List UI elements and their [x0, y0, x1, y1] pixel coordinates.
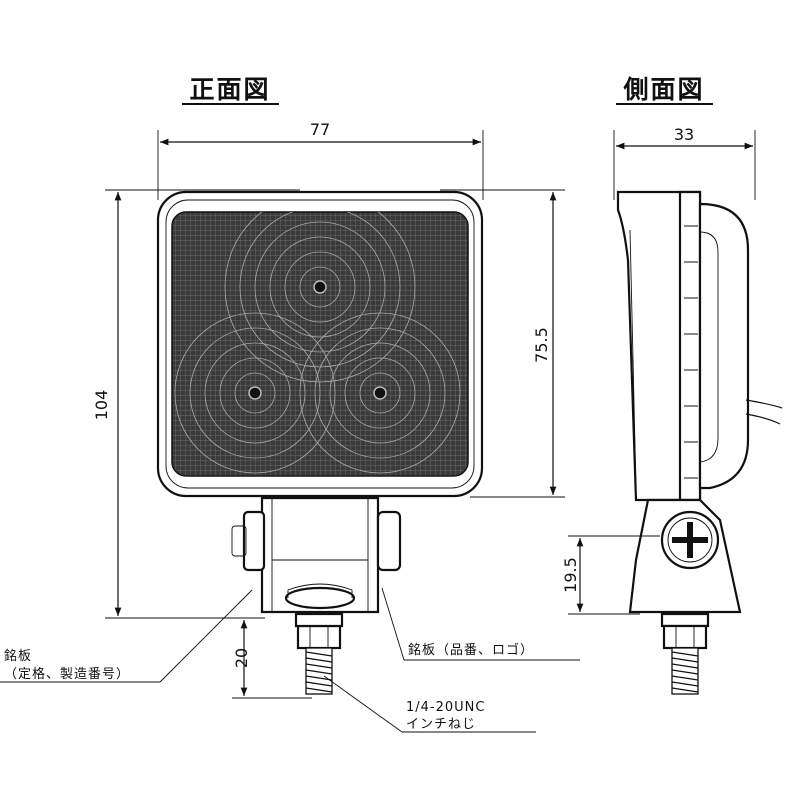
- lens-height-dimension-label: 75.5: [532, 327, 551, 363]
- mount-bracket: [231, 496, 402, 614]
- bolt-thread: [305, 647, 333, 695]
- height-dimension-label: 104: [92, 390, 111, 421]
- leader-nameplate-left: [159, 589, 253, 683]
- depth-dimension-label: 33: [674, 125, 694, 144]
- mount-bolt: [294, 612, 344, 695]
- pivot-cross-icon: [672, 522, 708, 558]
- rear-heatsink: [698, 202, 750, 490]
- side-view-title: 側面図: [622, 75, 704, 104]
- lens-panel: [171, 211, 469, 477]
- side-bolt-nut: [662, 624, 708, 650]
- led-bottom-left: [248, 386, 262, 400]
- side-bolt-thread: [671, 647, 699, 695]
- label-nameplate-right: 銘板（品番、ロゴ）: [408, 642, 534, 658]
- leader-nameplate-right: [381, 587, 405, 661]
- front-view-title: 正面図: [189, 75, 270, 104]
- pivot-height-dimension-label: 19.5: [561, 557, 580, 593]
- bracket-base-boss: [284, 586, 356, 610]
- side-lens-face: [678, 190, 702, 502]
- housing-inner-edge: [165, 199, 475, 489]
- label-nameplate-left-line1: 銘板: [4, 649, 32, 664]
- label-thread-line2: インチねじ: [406, 717, 476, 732]
- width-dimension-label: 77: [310, 120, 330, 139]
- leader-thread: [323, 675, 403, 733]
- bolt-nut: [296, 624, 342, 650]
- side-view: 33 19.5: [561, 125, 783, 695]
- led-top: [313, 280, 327, 294]
- bolt-length-dimension-label: 20: [232, 648, 251, 668]
- bracket-right-knob: [376, 510, 402, 572]
- label-thread-line1: 1/4-20UNC: [406, 700, 485, 715]
- bracket-left-nut: [242, 510, 266, 572]
- side-bolt-washer: [660, 612, 710, 628]
- led-bottom-right: [373, 386, 387, 400]
- cooling-fins: [684, 225, 698, 479]
- bolt-washer: [294, 612, 344, 628]
- front-view: 77 104 75.5: [0, 120, 580, 733]
- label-nameplate-left-line2: （定格、製造番号）: [4, 666, 130, 682]
- power-cable: [745, 399, 783, 409]
